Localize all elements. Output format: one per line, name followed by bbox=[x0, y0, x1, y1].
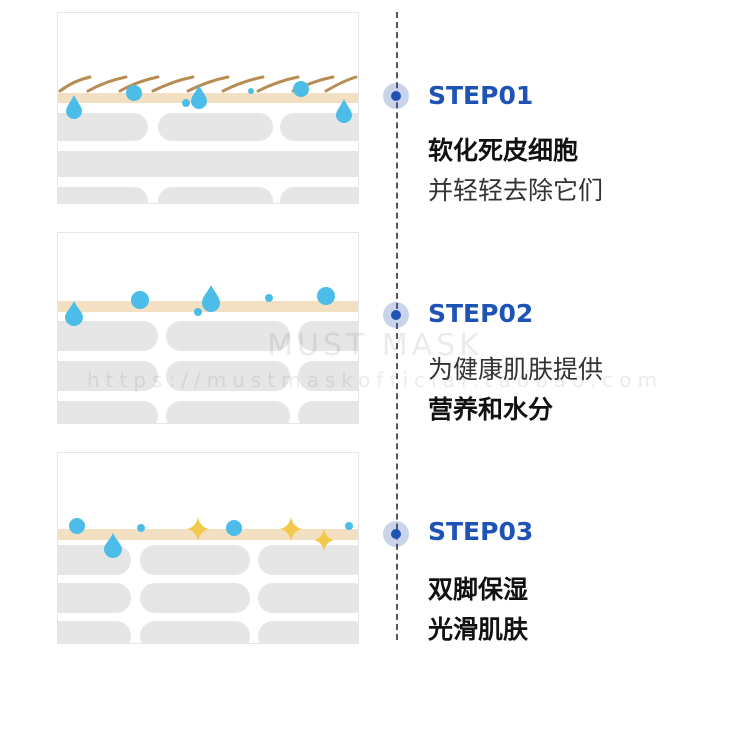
skin-cells bbox=[58, 113, 358, 203]
step1-illustration bbox=[57, 12, 359, 204]
skin-cells bbox=[58, 321, 358, 423]
step3-illustration bbox=[57, 452, 359, 644]
step1-line2: 并轻轻去除它们 bbox=[428, 176, 604, 205]
watermark-brand: MUST MASK bbox=[267, 328, 483, 363]
step1-label: STEP01 bbox=[428, 81, 534, 110]
water-droplets bbox=[69, 518, 353, 558]
watermark-url: https://mustmaskofficial.taobao.com bbox=[87, 368, 663, 392]
step3-label: STEP03 bbox=[428, 517, 534, 546]
dead-skin-flakes bbox=[58, 75, 358, 93]
water-droplets bbox=[65, 285, 335, 326]
water-droplets bbox=[66, 81, 352, 123]
step2-label: STEP02 bbox=[428, 299, 534, 328]
skin-surface-layer bbox=[58, 93, 358, 103]
step2-skin-diagram bbox=[58, 285, 358, 423]
skin-surface-layer bbox=[58, 529, 358, 540]
step1-skin-diagram bbox=[58, 75, 358, 203]
skin-cells bbox=[58, 545, 358, 643]
step1-marker-icon bbox=[383, 83, 409, 109]
step3-line2: 光滑肌肤 bbox=[428, 615, 529, 644]
step3-marker-icon bbox=[383, 521, 409, 547]
step3-line1: 双脚保湿 bbox=[428, 575, 529, 604]
sparkle-icons bbox=[187, 517, 334, 551]
step2-line2: 营养和水分 bbox=[428, 395, 554, 424]
step3-skin-diagram bbox=[58, 517, 358, 643]
step2-line1: 为健康肌肤提供 bbox=[428, 355, 604, 384]
timeline-dashed-line bbox=[396, 12, 398, 640]
step1-line1: 软化死皮细胞 bbox=[428, 136, 579, 165]
step2-illustration bbox=[57, 232, 359, 424]
step2-marker-icon bbox=[383, 302, 409, 328]
